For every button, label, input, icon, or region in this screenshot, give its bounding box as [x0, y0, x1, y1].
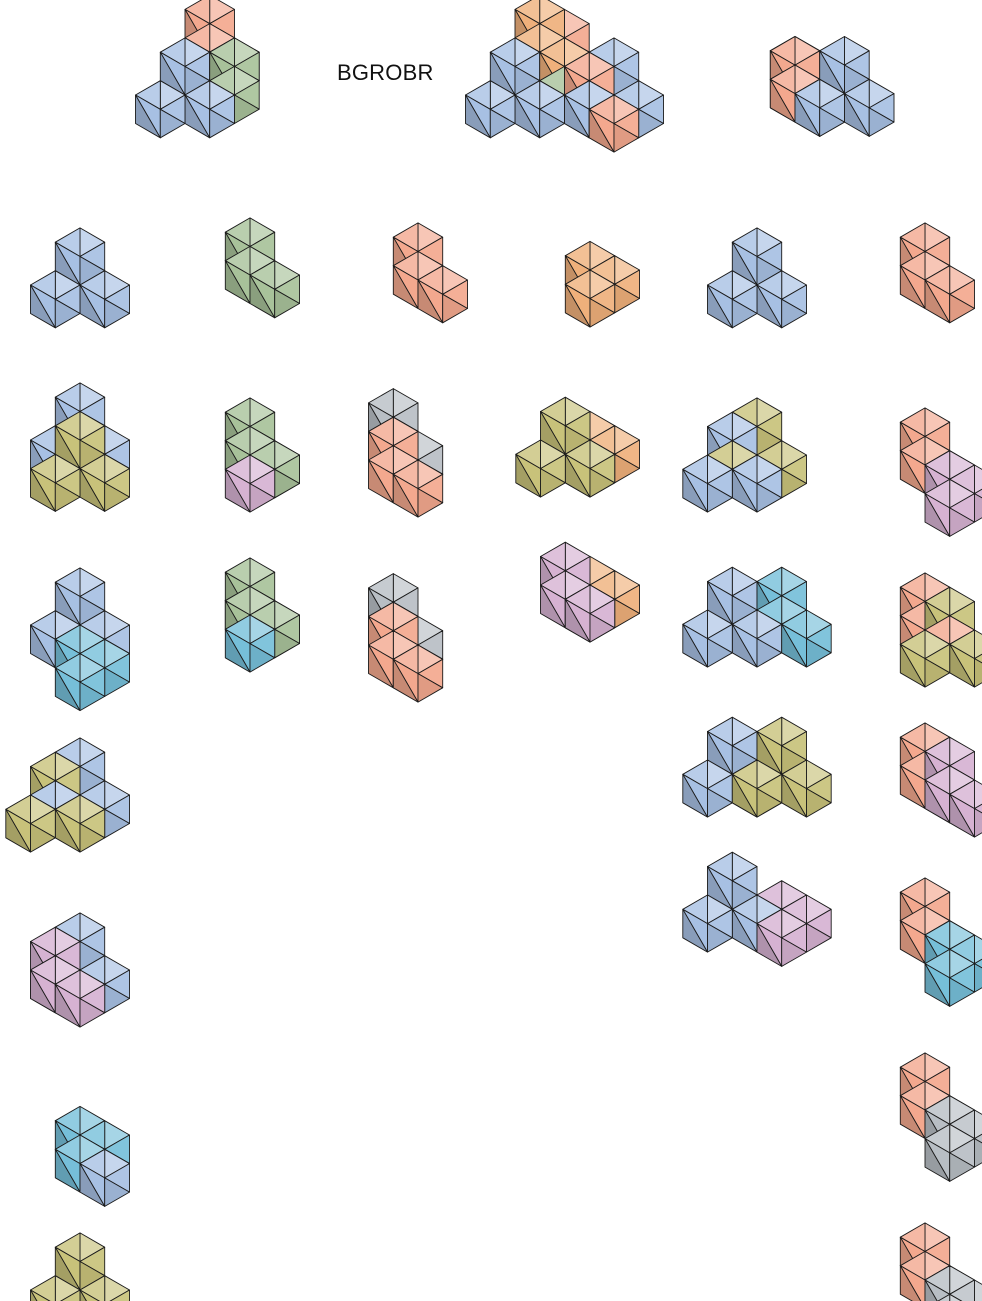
combination-8: [225, 558, 299, 672]
combination-13: [683, 398, 807, 512]
combination-5: [55, 1106, 129, 1206]
piece-blue-2: [708, 228, 807, 328]
target-shape-bgrobr: [466, 0, 664, 152]
piece-red: [393, 223, 467, 323]
combination-15: [683, 717, 831, 817]
combination-12: [541, 542, 640, 642]
combination-3: [6, 738, 130, 852]
combination-4: [31, 913, 130, 1027]
combination-19: [900, 723, 982, 837]
piece-blue: [31, 228, 130, 328]
piece-red-2: [900, 223, 974, 323]
piece-green: [225, 218, 299, 318]
combination-9: [369, 389, 443, 517]
combination-7: [225, 398, 299, 512]
combination-1: [31, 383, 130, 512]
piece-orange: [565, 241, 639, 327]
combination-17: [900, 408, 982, 537]
combination-6: [31, 1233, 130, 1301]
combination-10: [369, 574, 443, 703]
combination-14: [683, 567, 831, 667]
combination-22: [900, 1223, 982, 1301]
sequence-label: BGROBR: [337, 60, 434, 86]
combination-16: [683, 852, 831, 966]
combination-20: [900, 878, 982, 1007]
combination-11: [516, 397, 640, 497]
combination-21: [900, 1053, 982, 1182]
target-shape-obr: [770, 36, 894, 136]
target-shape-bgr: [136, 0, 260, 138]
combination-2: [31, 568, 130, 711]
combination-18: [900, 573, 982, 687]
